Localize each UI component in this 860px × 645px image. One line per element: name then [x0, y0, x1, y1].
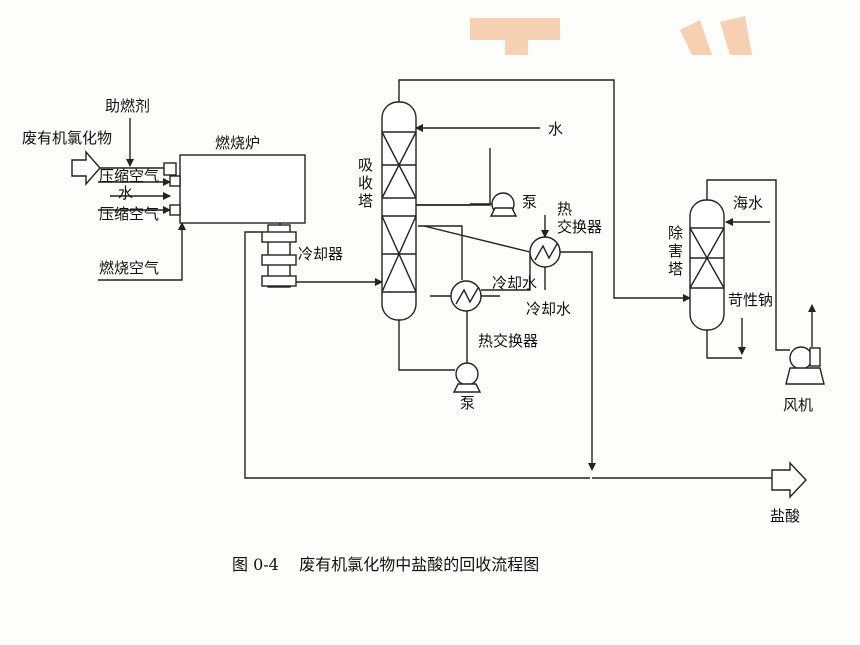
absorber-section — [381, 79, 807, 499]
pump-2-base — [452, 383, 482, 393]
label-caustic-soda: 苛性钠 — [728, 291, 773, 309]
label-hydrochloric-acid: 盐酸 — [770, 507, 800, 525]
hcl-output-arrow — [771, 461, 807, 499]
burner-nozzle — [163, 162, 177, 176]
fan — [789, 346, 813, 370]
label-heat-exchanger-1: 热交换器 — [557, 200, 602, 236]
label-compressed-air-1: 压缩空气 — [99, 167, 159, 185]
cooler-flange — [261, 254, 297, 266]
pump-1-base — [489, 207, 518, 217]
absorber-tower — [381, 101, 417, 321]
label-cooler: 冷却器 — [298, 245, 343, 263]
label-water-1: 水 — [118, 184, 133, 202]
label-cooling-water-2: 冷却水 — [526, 300, 571, 318]
hx1-to-absorber-line — [423, 225, 531, 253]
fan-base — [785, 367, 825, 385]
vertical-labels: 吸收塔 热交换器 除害塔 — [358, 156, 683, 278]
label-cooling-water-1: 冷却水 — [492, 274, 537, 292]
hx2-to-hx1-line — [481, 252, 531, 291]
scrubber-top-line — [706, 179, 790, 351]
waste-feed-arrow — [71, 150, 101, 186]
label-water-2: 水 — [548, 120, 563, 138]
figure-caption: 图 0-4 废有机氯化物中盐酸的回收流程图 — [232, 555, 539, 574]
label-heat-exchanger-2: 热交换器 — [478, 332, 538, 350]
combustion-air-line — [98, 222, 186, 281]
incinerator-vessel — [179, 154, 306, 224]
recycle-to-exchanger-line — [418, 225, 463, 280]
label-combustion-air: 燃烧空气 — [99, 259, 159, 277]
heat-exchanger-1 — [529, 236, 561, 268]
watermark — [470, 16, 752, 55]
cooler-flange — [261, 275, 297, 287]
absorber-bottom-line — [398, 320, 455, 371]
cooler-flange — [261, 231, 297, 243]
pump-2 — [455, 362, 479, 386]
scrubber-tower — [689, 199, 725, 331]
label-scrubber: 除害塔 — [668, 224, 683, 278]
fan-motor — [809, 347, 821, 367]
absorber-recycle-line — [416, 148, 491, 206]
hcl-product-line — [560, 251, 596, 471]
label-waste-organochlorine: 废有机氯化物 — [22, 129, 112, 147]
incinerator-section — [71, 118, 306, 281]
labels: 助燃剂 废有机氯化物 压缩空气 水 压缩空气 燃烧空气 燃烧炉 冷却器 水 泵 … — [22, 97, 813, 525]
label-fan: 风机 — [783, 396, 813, 414]
scrubber-bottom-line — [706, 330, 742, 359]
heat-exchanger-2 — [450, 280, 482, 312]
label-incinerator: 燃烧炉 — [215, 134, 260, 152]
burner-nozzle — [169, 175, 181, 187]
scrubber-section — [689, 179, 825, 385]
label-compressed-air-2: 压缩空气 — [99, 205, 159, 223]
label-seawater: 海水 — [733, 194, 763, 212]
label-combustion-aid: 助燃剂 — [105, 97, 150, 115]
absorber-vapor-line — [398, 79, 691, 302]
burner-nozzle — [169, 204, 181, 216]
cooler-section — [244, 223, 590, 479]
label-pump-1: 泵 — [522, 193, 537, 211]
cooler-drain-line — [244, 231, 590, 479]
label-pump-2: 泵 — [460, 394, 475, 412]
label-absorber: 吸收塔 — [358, 156, 373, 210]
